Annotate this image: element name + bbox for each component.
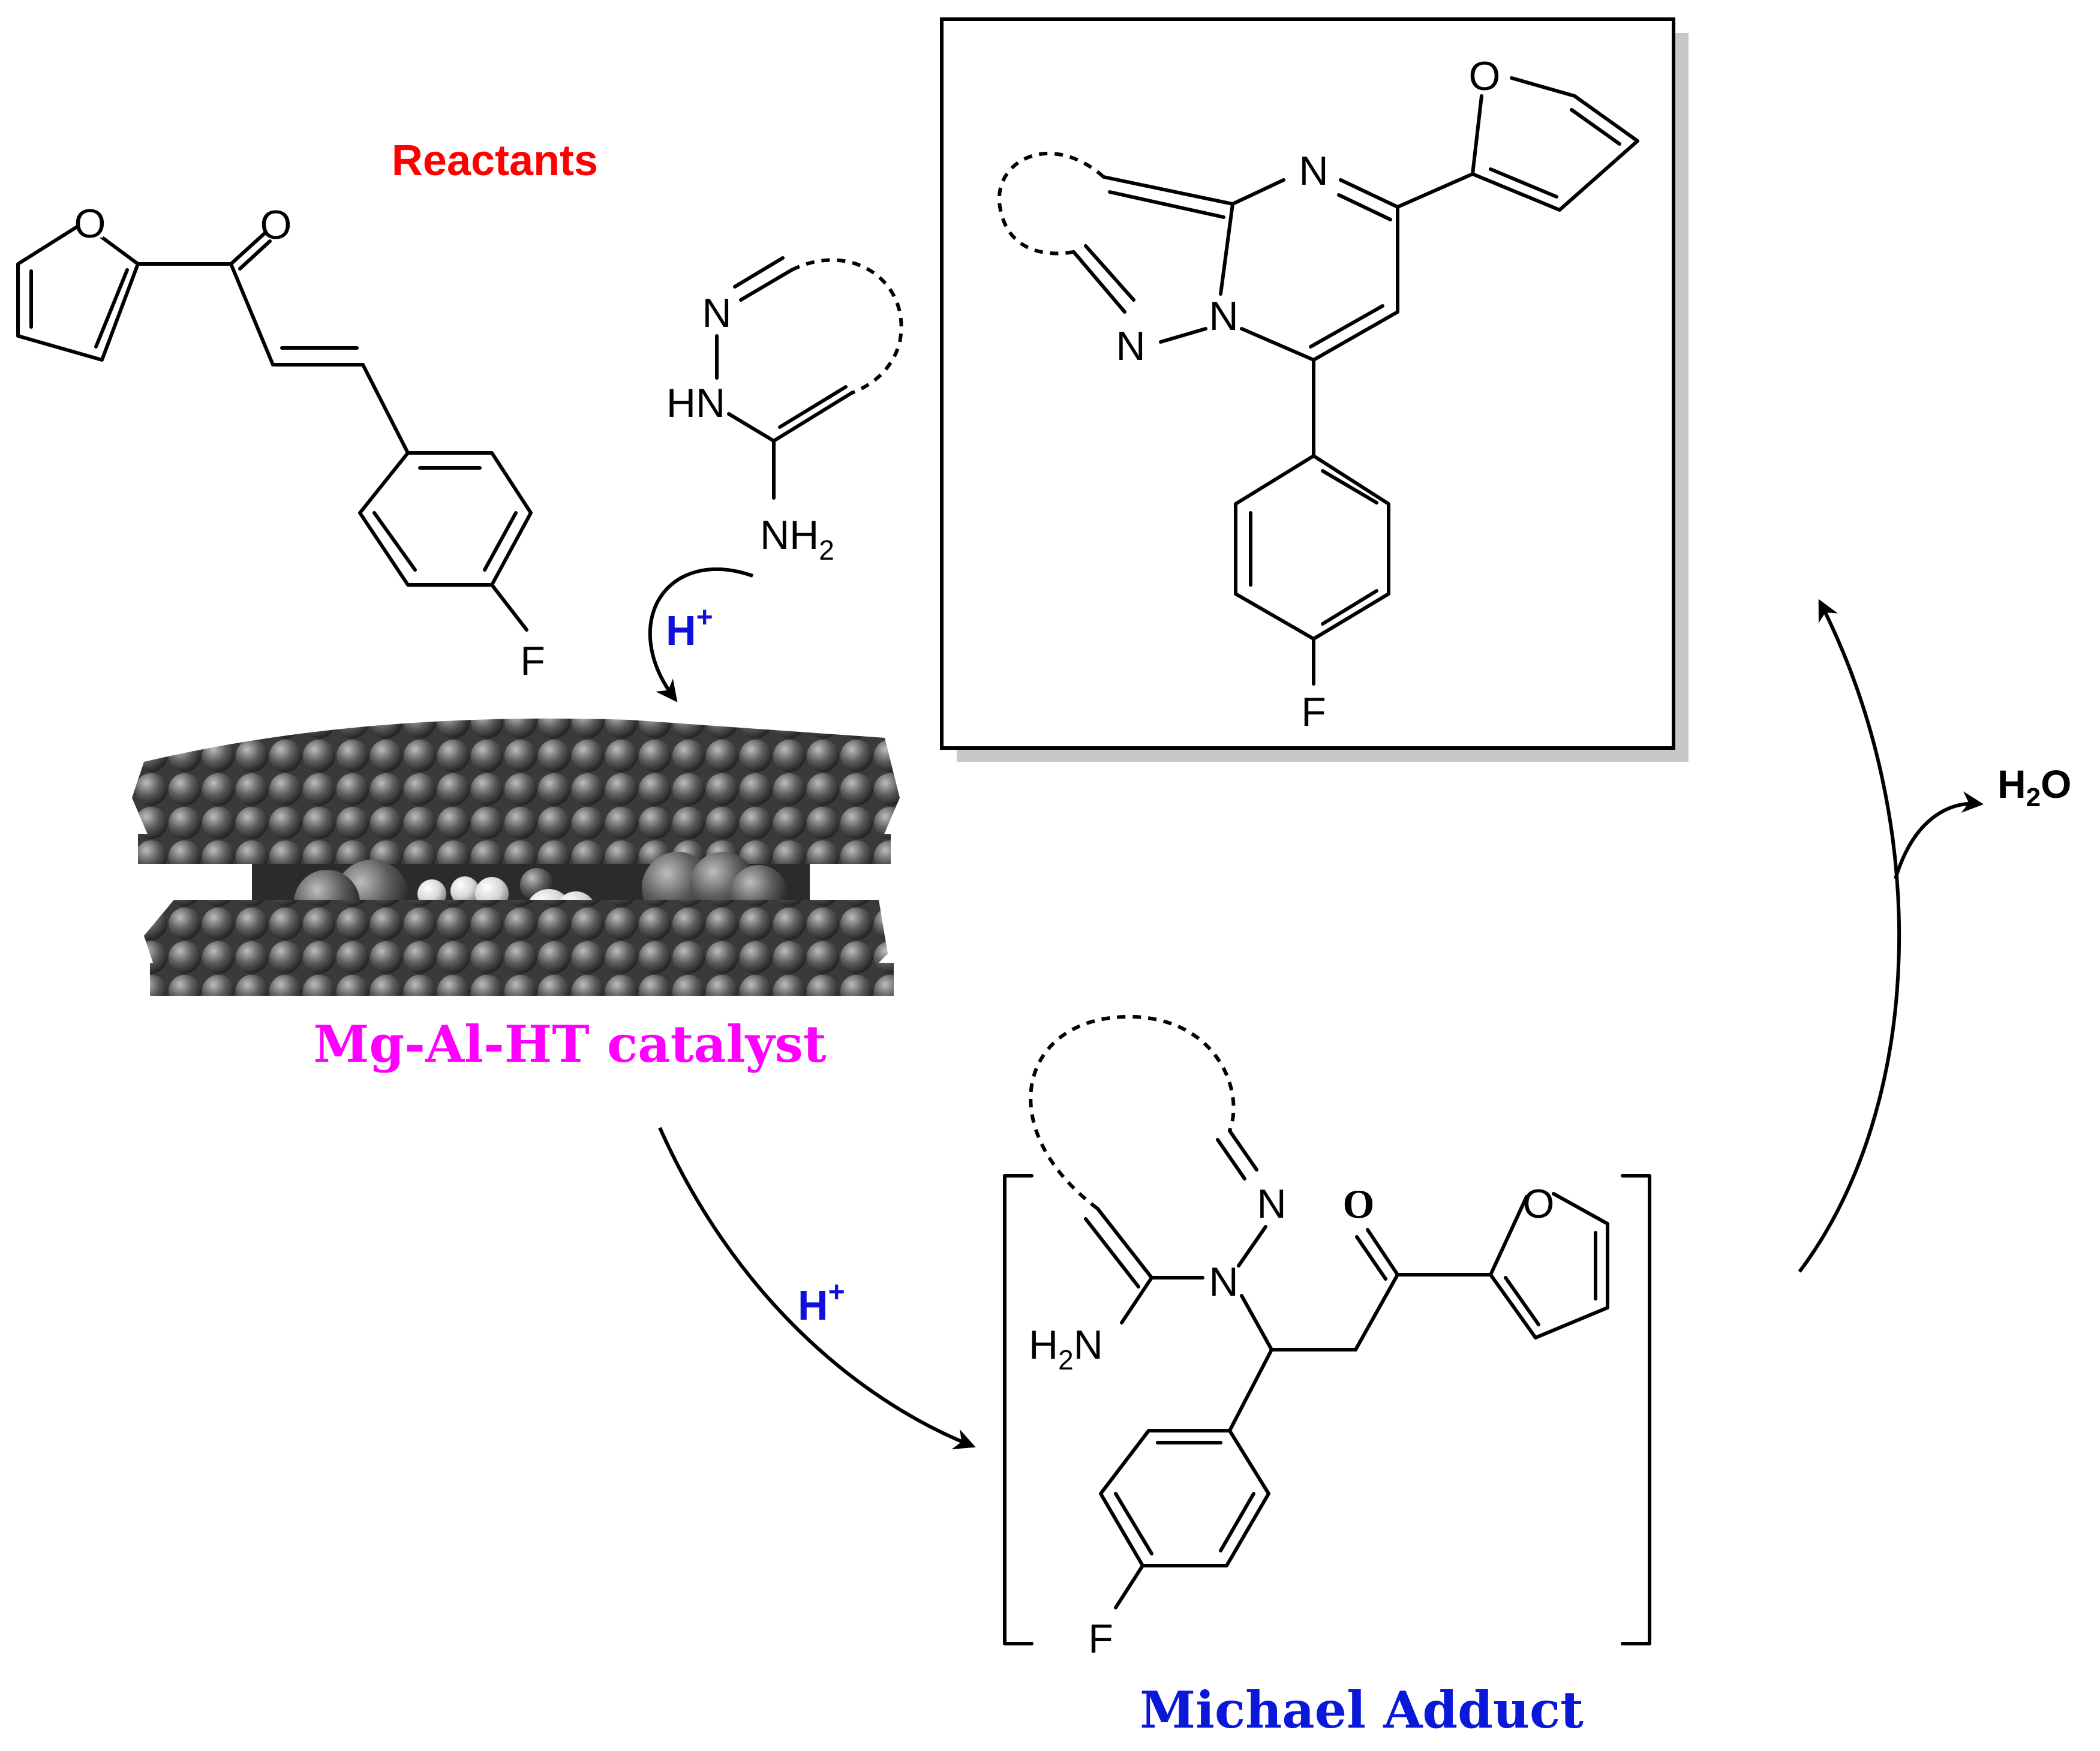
aminopyrazole-reactant: N HN NH2: [666, 256, 903, 566]
proton-transfer-arrow-bottom: H+: [658, 1127, 976, 1450]
chalcone-reactant: O O F: [16, 201, 545, 684]
water-label: H2O: [1997, 762, 2072, 812]
catalyst-structure-image: [132, 718, 900, 996]
product-box: [940, 17, 1689, 762]
atom-nitrogen: N: [1116, 323, 1145, 369]
atom-nitrogen: N: [1209, 1259, 1238, 1305]
atom-fluorine: F: [1301, 689, 1326, 735]
proton-label-bottom: H+: [798, 1277, 845, 1329]
atom-oxygen: O: [1343, 1181, 1375, 1227]
proton-label-top: H+: [666, 602, 713, 654]
michael-adduct-label: Michael Adduct: [1140, 1680, 1584, 1740]
reactants-label: Reactants: [392, 137, 598, 185]
michael-adduct-intermediate: N N H2N O O F: [1003, 1014, 1651, 1662]
atom-oxygen: O: [1469, 53, 1501, 99]
catalyst-label: Mg-Al-HT catalyst: [313, 1014, 826, 1074]
atom-oxygen: O: [260, 202, 292, 248]
atom-nitrogen: N: [1299, 148, 1328, 194]
atom-h2n: H2N: [1029, 1322, 1103, 1375]
dehydration-arrow: H2O: [1798, 599, 2072, 1273]
atom-oxygen: O: [1523, 1181, 1555, 1227]
atom-nitrogen: N: [1209, 293, 1238, 339]
proton-transfer-arrow-top: H+: [648, 567, 753, 702]
atom-nitrogen: N: [1257, 1181, 1286, 1227]
pyrazolopyrimidine-product: N N N O F: [998, 53, 1639, 735]
atom-nh: HN: [666, 380, 725, 426]
atom-nh2: NH2: [760, 512, 834, 566]
atom-oxygen: O: [74, 201, 106, 247]
atom-nitrogen: N: [702, 290, 731, 336]
atom-fluorine: F: [520, 638, 545, 684]
atom-fluorine: F: [1088, 1616, 1113, 1662]
